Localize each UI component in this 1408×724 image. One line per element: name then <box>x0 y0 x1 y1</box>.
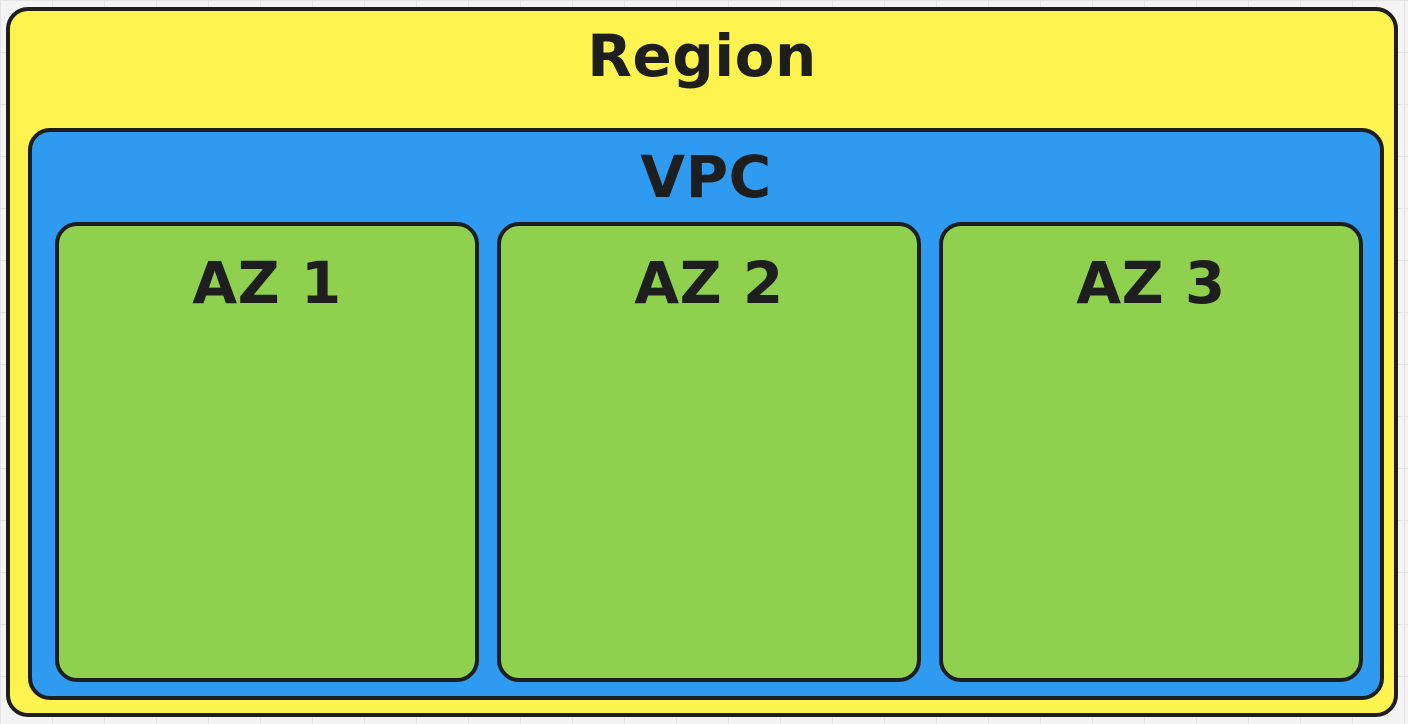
az-1-label: AZ 1 <box>192 249 342 317</box>
az-3-box[interactable]: AZ 3 <box>939 222 1363 682</box>
vpc-label: VPC <box>640 143 772 211</box>
az-1-box[interactable]: AZ 1 <box>55 222 479 682</box>
region-label: Region <box>587 22 817 90</box>
az-2-label: AZ 2 <box>634 249 784 317</box>
az-2-box[interactable]: AZ 2 <box>497 222 921 682</box>
az-3-label: AZ 3 <box>1076 249 1226 317</box>
